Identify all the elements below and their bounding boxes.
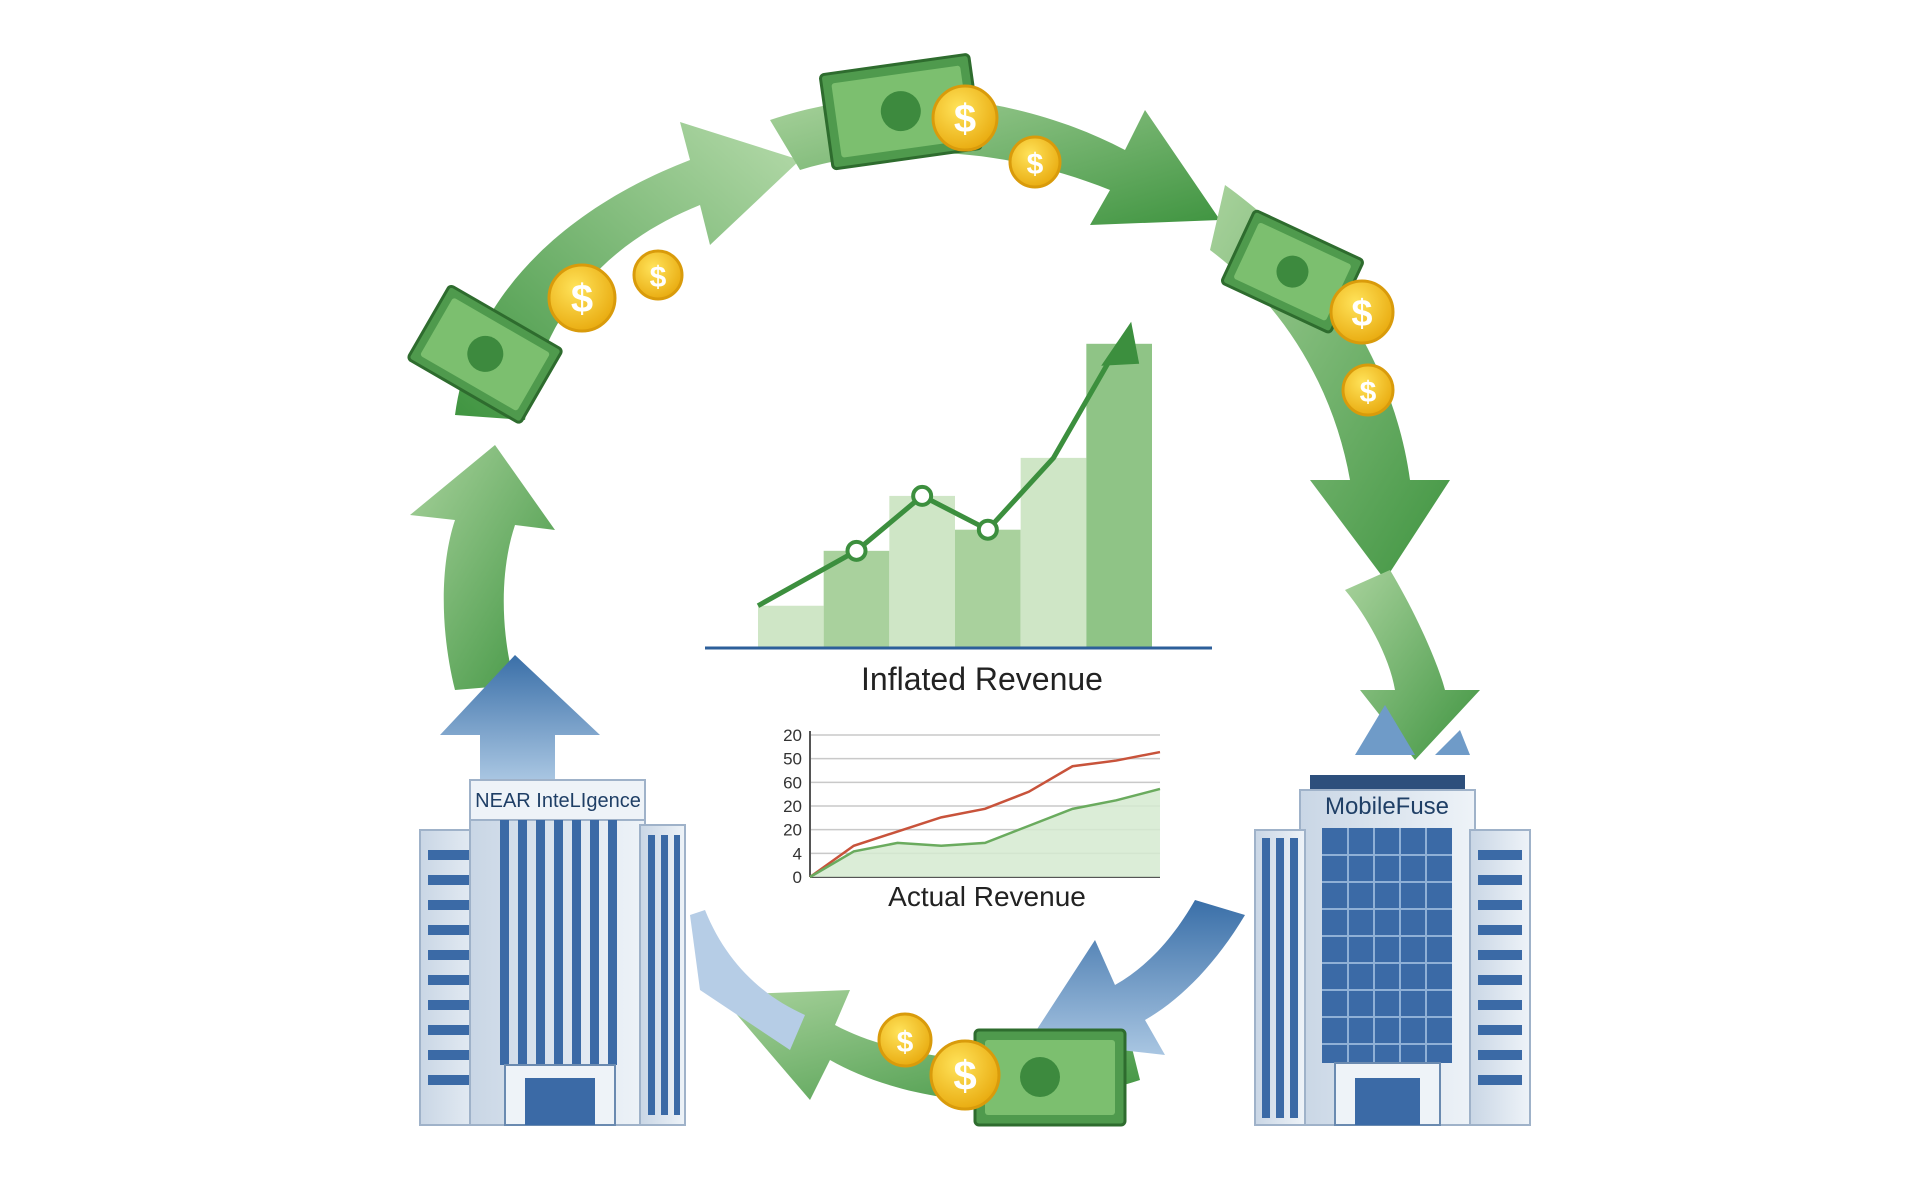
svg-text:$: $ <box>1027 148 1044 181</box>
y-tick-label: 20 <box>783 726 802 745</box>
actual-revenue-chart: 0 4 20 20 60 50 20 <box>783 726 1161 887</box>
bar <box>758 605 824 648</box>
data-point <box>845 539 868 562</box>
area-fill <box>810 788 1160 877</box>
y-tick-label: 50 <box>783 750 802 769</box>
left-company-sign: NEAR InteLIgence <box>475 790 641 812</box>
coin-icon: $ <box>877 1012 933 1068</box>
cycle-arrow-icon <box>1030 900 1245 1055</box>
growth-arrow-icon <box>1101 321 1140 366</box>
office-building-icon: NEAR InteLIgence <box>419 779 686 1126</box>
series-line <box>809 750 1161 879</box>
right-company-sign: MobileFuse <box>1325 793 1449 820</box>
svg-text:$: $ <box>1360 376 1377 409</box>
coin-icon: $ <box>632 249 684 301</box>
cycle-arrow-icon <box>1355 705 1415 755</box>
coin-icon: $ <box>547 263 617 333</box>
coin-icon: $ <box>929 1039 1001 1111</box>
y-tick-label: 0 <box>793 868 802 887</box>
svg-text:$: $ <box>954 97 976 141</box>
inflated-revenue-chart <box>705 321 1212 650</box>
y-tick-label: 20 <box>783 821 802 840</box>
coin-icon: $ <box>1329 279 1395 345</box>
dollar-bill-icon <box>407 284 563 424</box>
cycle-arrow-icon <box>1435 730 1470 755</box>
actual-revenue-title: Actual Revenue <box>888 881 1086 912</box>
money-left: $ $ <box>407 249 684 424</box>
y-tick-label: 60 <box>783 773 802 792</box>
bar <box>823 550 890 648</box>
bar <box>1020 457 1087 648</box>
coin-icon: $ <box>1008 135 1062 189</box>
data-point <box>976 518 999 541</box>
y-tick-label: 4 <box>793 844 802 863</box>
inflated-revenue-title: Inflated Revenue <box>861 661 1103 697</box>
bar <box>1086 343 1152 648</box>
bar <box>889 495 955 648</box>
office-building-icon: MobileFuse <box>1254 775 1531 1126</box>
svg-text:$: $ <box>1351 293 1372 335</box>
coin-icon: $ <box>1341 363 1395 417</box>
cycle-arrow-icon <box>440 655 600 780</box>
svg-text:$: $ <box>953 1052 976 1099</box>
trend-line <box>756 342 1122 608</box>
coin-icon: $ <box>931 84 999 152</box>
dollar-bill-icon <box>973 1028 1127 1127</box>
y-tick-label: 20 <box>783 797 802 816</box>
money-bottom: $ $ <box>877 1012 1127 1127</box>
bar <box>955 529 1021 648</box>
svg-text:$: $ <box>650 261 667 294</box>
cycle-arrow-icon <box>410 445 555 690</box>
cycle-arrow-icon <box>1345 570 1480 760</box>
money-right: $ $ <box>1221 209 1395 417</box>
series-line <box>809 787 1161 879</box>
money-top: $ $ <box>819 53 1062 189</box>
data-point <box>911 484 934 507</box>
dollar-bill-icon <box>1221 209 1364 334</box>
svg-text:$: $ <box>897 1026 914 1059</box>
svg-text:$: $ <box>571 277 593 321</box>
cycle-arrow-icon <box>690 910 805 1050</box>
